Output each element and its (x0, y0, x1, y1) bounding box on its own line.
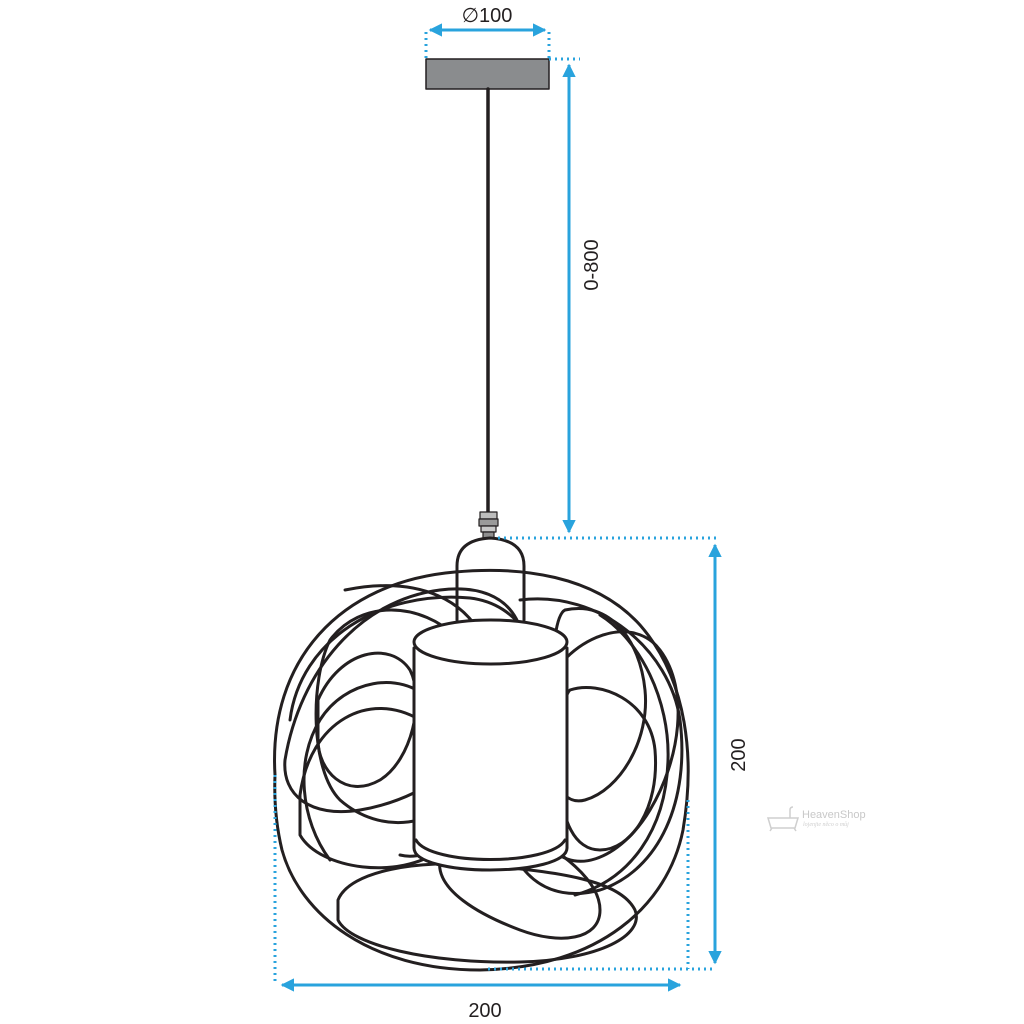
lamp-illustration (273, 58, 690, 972)
wire-loop (316, 651, 418, 788)
socket-cap (455, 536, 526, 622)
shade-outer-outline (273, 568, 690, 972)
shade-height-label: 200 (728, 738, 750, 771)
cable-gland (478, 511, 499, 539)
wire-loop (336, 862, 638, 964)
socket-cylinder (412, 618, 569, 872)
wire-loop (302, 681, 432, 862)
canopy-diameter-label: ∅100 (462, 5, 513, 27)
heavenshop-watermark: HeavenShop lojenjte něco o můj (766, 806, 866, 832)
wire-loop (503, 597, 684, 895)
shade-width-label: 200 (468, 1000, 501, 1022)
watermark-title: HeavenShop (802, 809, 866, 821)
ceiling-canopy (425, 58, 550, 90)
dimension-lines (273, 23, 722, 992)
wire-loop (560, 686, 658, 852)
wire-loop (573, 613, 670, 897)
cable-length-label: 0-800 (581, 239, 603, 290)
watermark-subtitle: lojenjte něco o můj (803, 821, 849, 828)
bathtub-logo-icon (766, 806, 800, 832)
